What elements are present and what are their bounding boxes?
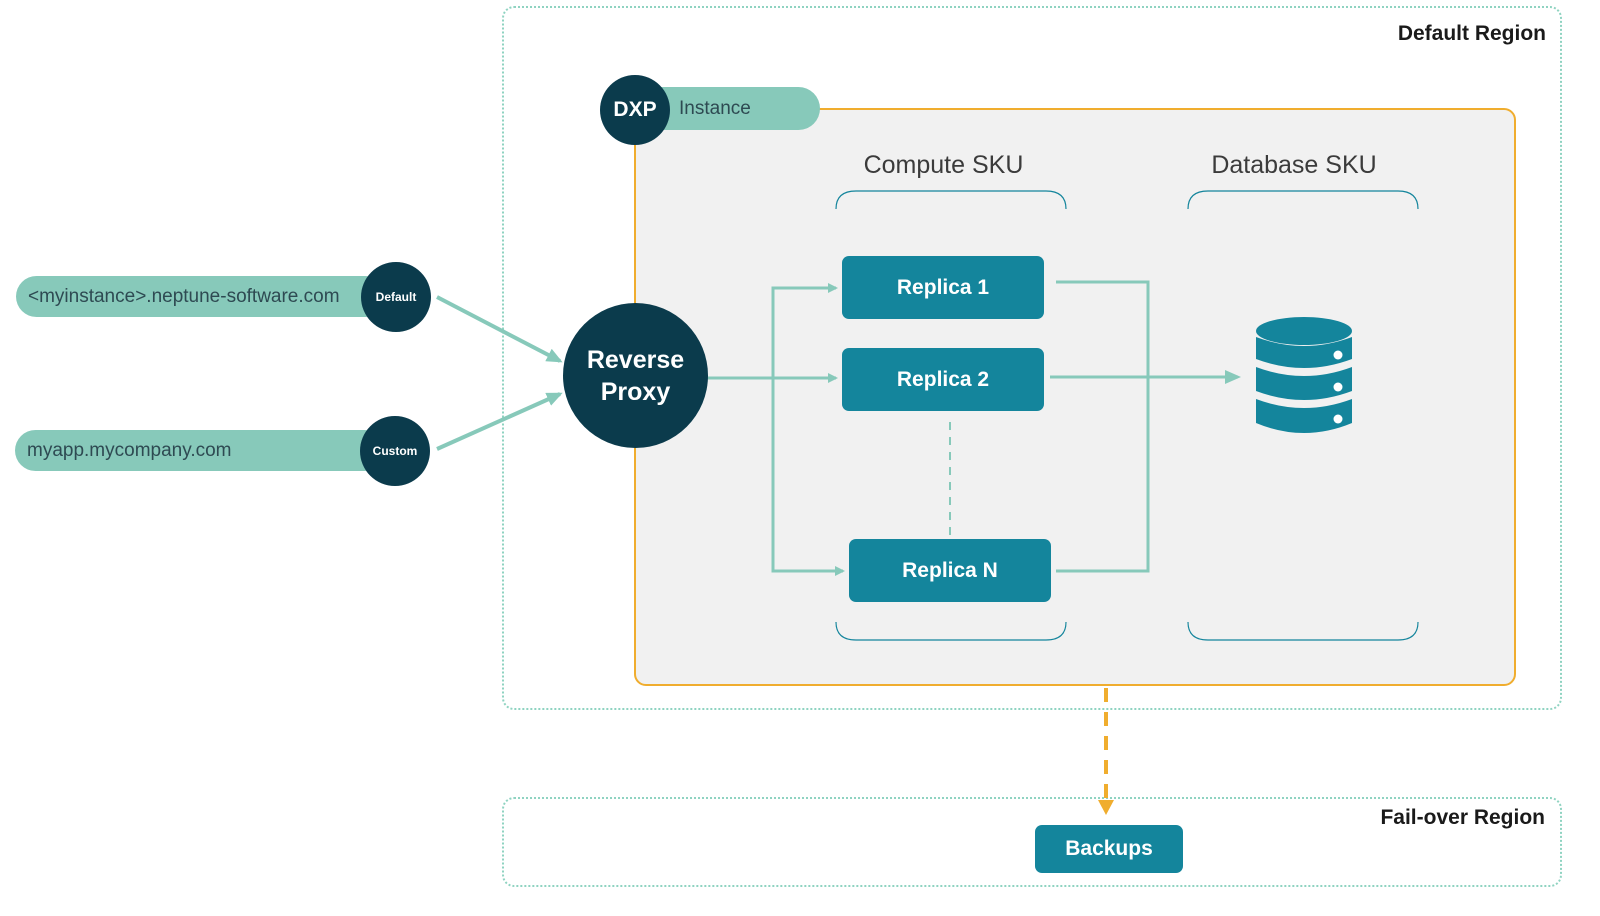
- replica-n: Replica N: [849, 539, 1051, 602]
- instance-pill: Instance: [640, 87, 820, 130]
- default-domain-badge: Default: [361, 262, 431, 332]
- dxp-badge: DXP: [600, 75, 670, 145]
- dxp-badge-label: DXP: [613, 98, 657, 121]
- default-domain-url: <myinstance>.neptune-software.com: [28, 285, 340, 307]
- compute-sku-label: Compute SKU: [863, 151, 1024, 179]
- reverse-proxy-line2: Proxy: [600, 377, 671, 406]
- instance-label: Instance: [679, 97, 751, 119]
- default-region: [502, 6, 1562, 710]
- replica-2: Replica 2: [842, 348, 1044, 411]
- default-domain-arrow: [436, 295, 563, 363]
- failover-region-label: Fail-over Region: [1380, 806, 1545, 829]
- reverse-proxy: Reverse Proxy: [563, 303, 708, 448]
- replica-1: Replica 1: [842, 256, 1044, 319]
- instance-container: [634, 108, 1516, 686]
- database-sku-label: Database SKU: [1211, 151, 1377, 179]
- default-domain-badge-label: Default: [375, 290, 417, 304]
- reverse-proxy-line1: Reverse: [586, 345, 685, 374]
- custom-domain-badge-label: Custom: [372, 444, 418, 458]
- failover-region: [502, 797, 1562, 887]
- default-domain-pill: <myinstance>.neptune-software.com: [16, 276, 386, 317]
- custom-domain-pill: myapp.mycompany.com: [15, 430, 385, 471]
- custom-domain-url: myapp.mycompany.com: [27, 439, 232, 461]
- default-region-label: Default Region: [1397, 22, 1546, 45]
- backups-box: Backups: [1035, 825, 1183, 873]
- database-icon: [1256, 317, 1352, 433]
- custom-domain-badge: Custom: [360, 416, 430, 486]
- custom-domain-arrow: [436, 392, 563, 451]
